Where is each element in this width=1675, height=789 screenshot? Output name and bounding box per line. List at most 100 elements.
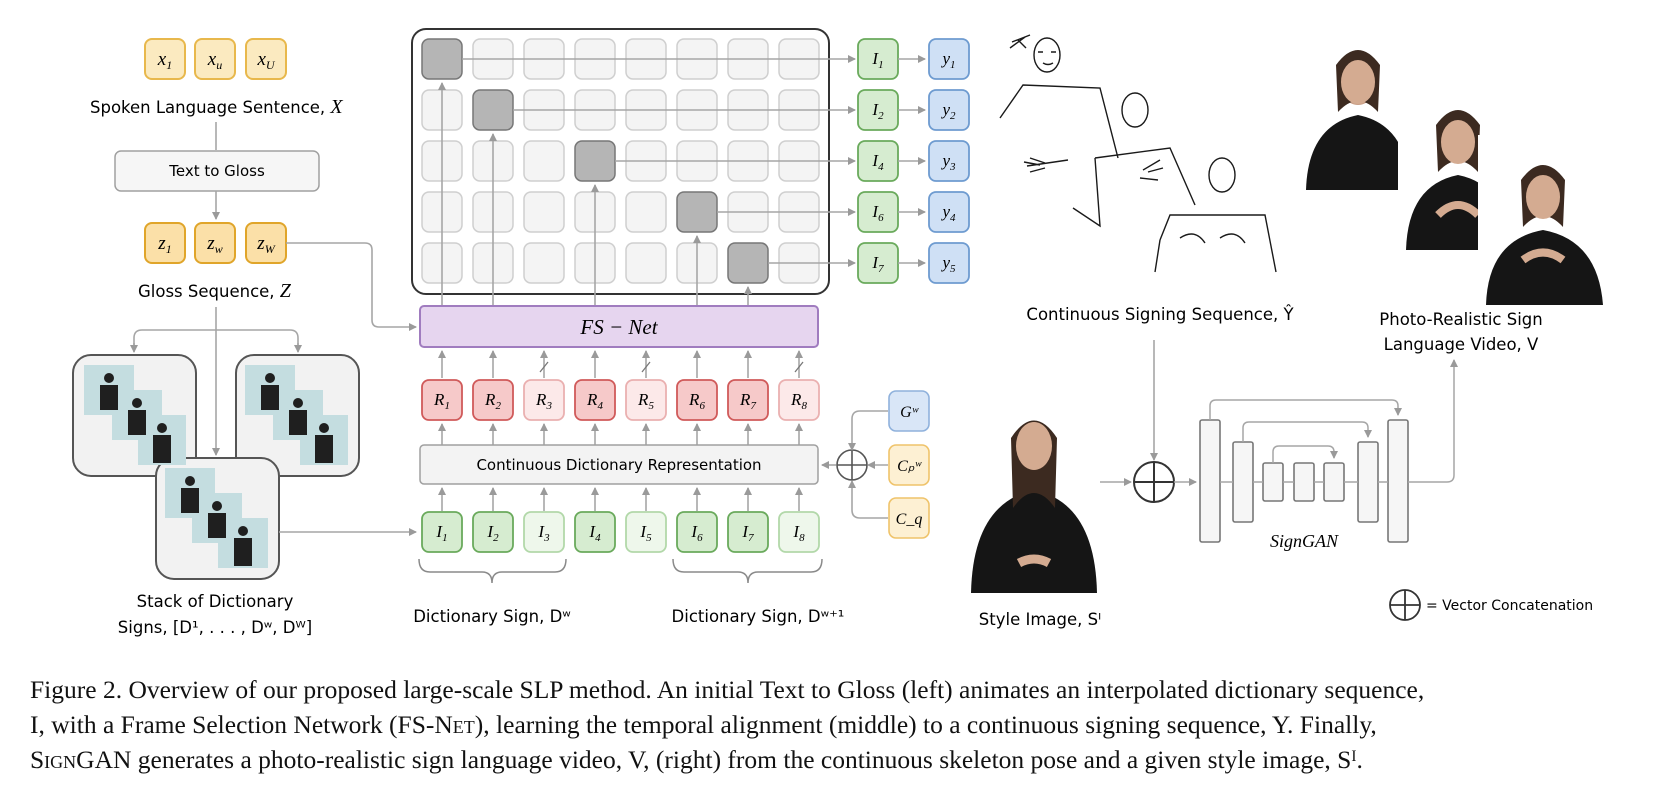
spoken-sentence-label: Spoken Language Sentence, X bbox=[90, 96, 343, 118]
fsnet-box bbox=[419, 305, 819, 348]
i-label-5: I5 bbox=[639, 522, 652, 544]
signgan-label: SignGAN bbox=[1270, 531, 1339, 551]
i-box-2 bbox=[472, 511, 514, 553]
r-box-7 bbox=[727, 379, 769, 421]
cdr-box bbox=[419, 444, 819, 485]
grid-cell-selected bbox=[574, 140, 616, 182]
r-label-4: R4 bbox=[586, 390, 603, 412]
grid-cell-selected bbox=[676, 191, 718, 233]
caption-line-2: I, with a Frame Selection Network (FS-Ne… bbox=[30, 710, 1377, 739]
legend-label: = Vector Concatenation bbox=[1426, 598, 1593, 614]
i-out-label-4: I6 bbox=[871, 202, 884, 224]
grid-cell-selected bbox=[421, 38, 463, 80]
x-token-1: x1 bbox=[157, 49, 172, 72]
stack-label-line1: Stack of Dictionary bbox=[137, 592, 294, 611]
text-to-gloss-label: Text to Gloss bbox=[168, 162, 265, 180]
r-label-7: R7 bbox=[739, 390, 756, 412]
r-box-8 bbox=[778, 379, 820, 421]
i-label-8: I8 bbox=[792, 522, 805, 544]
i-bottom-row: I1 I2 I3 I4 I5 I6 I7 I8 bbox=[421, 487, 820, 553]
y-box-2 bbox=[928, 89, 970, 131]
z-token-W: zW bbox=[256, 233, 275, 256]
i-label-3: I3 bbox=[537, 522, 550, 544]
y-label-4: y4 bbox=[940, 202, 956, 224]
i-out-label-5: I7 bbox=[871, 253, 884, 275]
y-box-1 bbox=[928, 38, 970, 80]
i-box-6 bbox=[676, 511, 718, 553]
alignment-grid bbox=[421, 38, 856, 378]
skeleton-sequence bbox=[999, 34, 1277, 273]
r-label-5: R5 bbox=[637, 390, 654, 412]
photo-label-line2: Language Video, V bbox=[1384, 335, 1539, 354]
grid-cell bbox=[625, 191, 667, 233]
y-label-5: y5 bbox=[940, 253, 956, 275]
r-box-3 bbox=[523, 379, 565, 421]
grid-cell-selected bbox=[727, 242, 769, 284]
brace-dw bbox=[418, 558, 567, 584]
signgan-network bbox=[1199, 419, 1409, 543]
r-label-3: R3 bbox=[535, 390, 552, 412]
z-token-w: zw bbox=[206, 233, 222, 256]
g-label: Gʷ bbox=[900, 404, 919, 421]
r-label-8: R8 bbox=[790, 390, 807, 412]
grid-cell-selected bbox=[472, 89, 514, 131]
photo-label-line1: Photo-Realistic Sign bbox=[1379, 310, 1542, 329]
i-box-7 bbox=[727, 511, 769, 553]
dictionary-stack bbox=[72, 354, 360, 580]
dict-sign-w-label: Dictionary Sign, Dʷ bbox=[413, 607, 571, 626]
grid-cell bbox=[523, 140, 565, 182]
i-out-label-1: I1 bbox=[871, 49, 883, 71]
y-box-4 bbox=[928, 191, 970, 233]
y-label-3: y3 bbox=[940, 151, 956, 173]
stack-label-line2: Signs, [D¹, . . . , Dʷ, Dᵂ] bbox=[118, 618, 312, 637]
cpw-label: Cₚʷ bbox=[897, 458, 922, 475]
r-box-6 bbox=[676, 379, 718, 421]
y-label-2: y2 bbox=[940, 100, 956, 122]
grid-cell bbox=[625, 242, 667, 284]
dict-sign-w1-label: Dictionary Sign, Dʷ⁺¹ bbox=[672, 607, 845, 626]
continuous-seq-label: Continuous Signing Sequence, Ŷ bbox=[1026, 305, 1294, 324]
y-box-3 bbox=[928, 140, 970, 182]
r-label-6: R6 bbox=[688, 390, 705, 412]
i-label-1: I1 bbox=[435, 522, 447, 544]
i-box-1 bbox=[421, 511, 463, 553]
i-label-2: I2 bbox=[486, 522, 499, 544]
gloss-tokens: z1 zw zW bbox=[144, 222, 287, 264]
gloss-sequence-label: Gloss Sequence, Z bbox=[138, 280, 292, 302]
i-out-label-3: I4 bbox=[871, 151, 884, 173]
r-box-1 bbox=[421, 379, 463, 421]
cdr-label: Continuous Dictionary Representation bbox=[476, 456, 761, 474]
grid-cell bbox=[523, 242, 565, 284]
x-token-U: xU bbox=[256, 49, 275, 72]
r-box-2 bbox=[472, 379, 514, 421]
fsnet-label: FS − Net bbox=[579, 315, 658, 339]
r-box-5 bbox=[625, 379, 667, 421]
x-token-u: xu bbox=[207, 49, 222, 72]
text-to-gloss-box bbox=[114, 150, 320, 192]
i-box-4 bbox=[574, 511, 616, 553]
caption-line-3: SignGAN generates a photo-realistic sign… bbox=[30, 745, 1363, 774]
grid-cell bbox=[523, 191, 565, 233]
caption-line-1: Figure 2. Overview of our proposed large… bbox=[30, 675, 1425, 704]
r-label-2: R2 bbox=[484, 390, 501, 412]
r-box-4 bbox=[574, 379, 616, 421]
i-label-4: I4 bbox=[588, 522, 601, 544]
figure-caption: Figure 2. Overview of our proposed large… bbox=[30, 672, 1645, 777]
i-box-8 bbox=[778, 511, 820, 553]
i-label-6: I6 bbox=[690, 522, 703, 544]
i-out-label-2: I2 bbox=[871, 100, 884, 122]
i-label-7: I7 bbox=[741, 522, 754, 544]
cq-label: C_q bbox=[896, 511, 923, 528]
photo-realistic-frames bbox=[1298, 20, 1608, 305]
z-token-1: z1 bbox=[157, 233, 171, 256]
style-image-label: Style Image, Sᴵ bbox=[979, 610, 1101, 629]
brace-dw1 bbox=[672, 558, 823, 584]
spoken-tokens: x1 xu xU bbox=[144, 38, 287, 80]
conditioning-inputs: Gʷ Cₚʷ C_q bbox=[821, 390, 930, 539]
i-box-3 bbox=[523, 511, 565, 553]
diagram-svg: x1 xu xU Spoken Language Sentence, X Tex… bbox=[72, 20, 1608, 637]
figure-diagram: x1 xu xU Spoken Language Sentence, X Tex… bbox=[72, 20, 1608, 637]
style-image bbox=[971, 420, 1097, 593]
